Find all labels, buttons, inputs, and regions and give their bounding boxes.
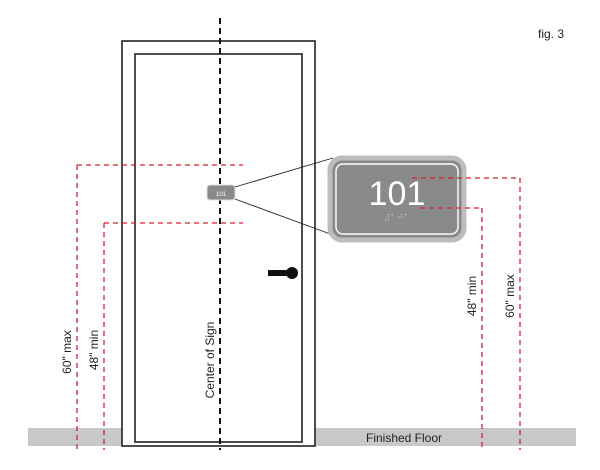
enlarged-room-sign: 101 ⠼⠁⠚⠁	[327, 155, 467, 243]
braille-text: ⠼⠁⠚⠁	[384, 213, 410, 224]
room-number: 101	[369, 175, 426, 213]
finished-floor-label: Finished Floor	[366, 431, 442, 445]
left-guide-lines	[76, 164, 243, 450]
small-room-number: 101	[216, 192, 227, 198]
right-min-label: 48" min	[465, 276, 479, 316]
figure-label: fig. 3	[538, 27, 564, 41]
left-min-label: 48" min	[87, 330, 101, 370]
left-max-label: 60" max	[60, 330, 74, 374]
door-handle	[268, 267, 298, 279]
sign-callout-lines	[234, 157, 334, 236]
door-leaf	[134, 53, 303, 443]
small-room-sign: 101	[206, 184, 236, 201]
center-of-sign-label: Center of Sign	[203, 322, 217, 399]
right-max-label: 60" max	[503, 274, 517, 318]
right-guide-lines	[412, 177, 521, 450]
